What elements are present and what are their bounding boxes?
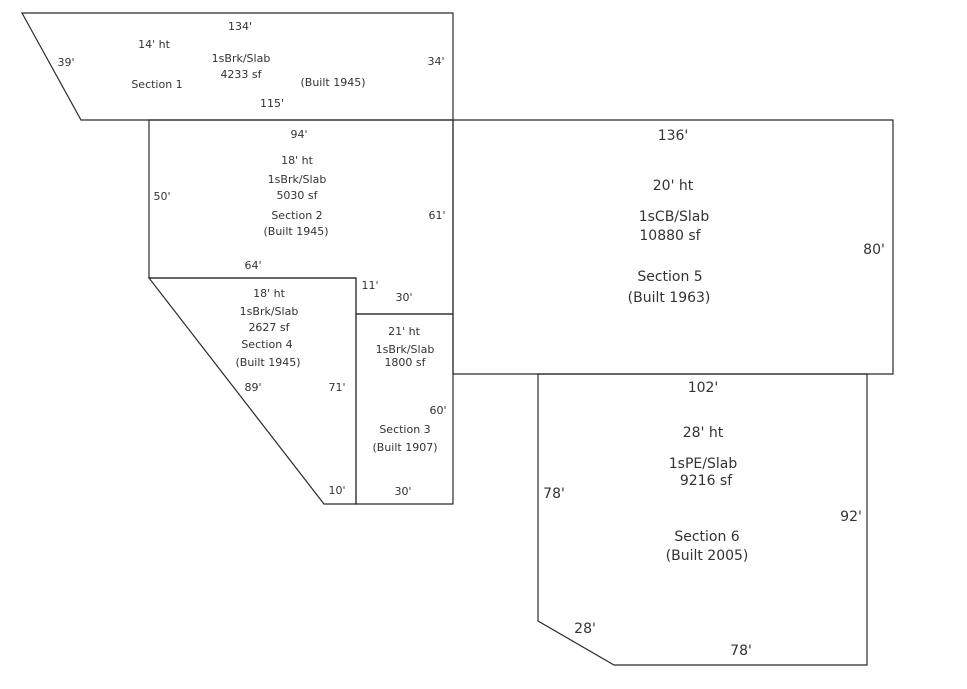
section-4-name: Section 4 [241, 338, 292, 351]
section-1-height: 14' ht [138, 38, 170, 51]
section-5-area: 10880 sf [639, 228, 701, 244]
section-4-right-dimension: 71' [328, 381, 345, 394]
section-3-right-dimension: 60' [429, 404, 446, 417]
section-3-name: Section 3 [379, 423, 430, 436]
section-6-top-dimension: 102' [688, 380, 719, 396]
section-2-height: 18' ht [281, 154, 313, 167]
section-3-top-dimension: 30' [395, 291, 412, 304]
section-6-height: 28' ht [683, 425, 724, 441]
section-4-diagonal-dimension: 89' [244, 381, 261, 394]
section-6-left-dimension: 78' [543, 486, 565, 502]
section-2-built-year: (Built 1945) [263, 225, 328, 238]
section-6-bottom-dimension: 78' [730, 643, 752, 659]
section-3-bottom-dimension: 30' [394, 485, 411, 498]
section-3-area: 1800 sf [384, 356, 426, 369]
section-5-right-dimension: 80' [863, 242, 885, 258]
section-5-height: 20' ht [653, 178, 694, 194]
section-6-name: Section 6 [674, 529, 739, 545]
section-4-bottom-dimension: 10' [328, 484, 345, 497]
section-6-area: 9216 sf [680, 473, 733, 489]
section-2-left-dimension: 50' [153, 190, 170, 203]
section-4-construction: 1sBrk/Slab [240, 305, 299, 318]
section-2-right-dimension: 61' [428, 209, 445, 222]
section-1-construction: 1sBrk/Slab [212, 52, 271, 65]
section-1-right-dimension: 34' [427, 55, 444, 68]
section-5-name: Section 5 [637, 269, 702, 285]
section-4-area: 2627 sf [248, 321, 290, 334]
section-2-name: Section 2 [271, 209, 322, 222]
section-5-built-year: (Built 1963) [628, 290, 711, 306]
section-5-construction: 1sCB/Slab [639, 209, 710, 225]
section-6-right-dimension: 92' [840, 509, 862, 525]
section-1-bottom-dimension: 115' [260, 97, 284, 110]
section-5-outline [452, 119, 894, 375]
section-3-height: 21' ht [388, 325, 420, 338]
section-2-top-dimension: 94' [290, 128, 307, 141]
section-4-height: 18' ht [253, 287, 285, 300]
section-1-top-dimension: 134' [228, 20, 252, 33]
section-1-name: Section 1 [131, 78, 182, 91]
section-1-built-year: (Built 1945) [300, 76, 365, 89]
section-1-area: 4233 sf [220, 68, 262, 81]
section-6-construction: 1sPE/Slab [669, 456, 738, 472]
section-6-outline [537, 373, 868, 666]
section-6-built-year: (Built 2005) [666, 548, 749, 564]
section-2-area: 5030 sf [276, 189, 318, 202]
section-4-built-year: (Built 1945) [235, 356, 300, 369]
section-4-notch-dimension: 11' [361, 279, 378, 292]
section-4-outline [147, 277, 357, 505]
section-6-diagonal-dimension: 28' [574, 621, 596, 637]
section-2-bottom-dimension: 64' [244, 259, 261, 272]
section-5-top-dimension: 136' [658, 128, 689, 144]
section-1-left-dimension: 39' [57, 56, 74, 69]
section-3-built-year: (Built 1907) [372, 441, 437, 454]
section-3-construction: 1sBrk/Slab [376, 343, 435, 356]
section-2-construction: 1sBrk/Slab [268, 173, 327, 186]
